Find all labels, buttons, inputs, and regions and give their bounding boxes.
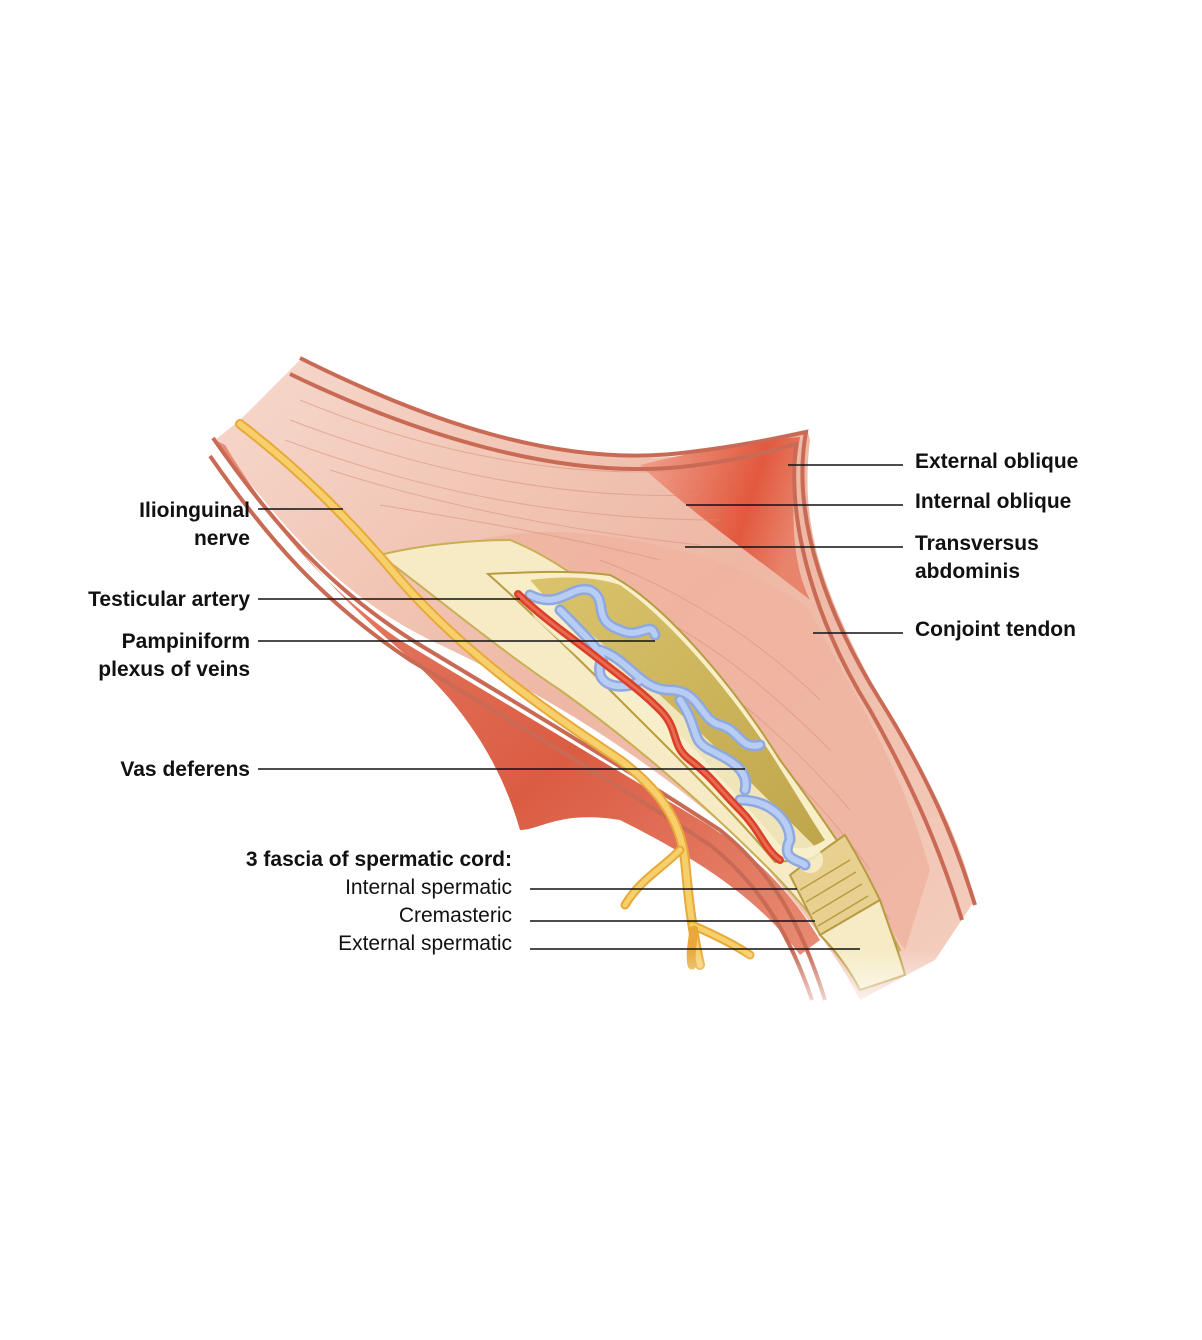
pampiniform-plexus-label: Pampiniform plexus of veins [40,628,250,684]
leader-lines [258,464,903,950]
conjoint-tendon-label: Conjoint tendon [915,618,1076,641]
external-oblique-muscle [640,437,810,600]
external-spermatic-label: External spermatic [338,932,512,955]
external-oblique-label: External oblique [915,450,1079,473]
cremasteric-label: Cremasteric [398,904,512,927]
internal-spermatic-label: Internal spermatic [345,876,512,899]
pampiniform-plexus-label-line1: Pampiniform [121,630,250,653]
fascia-heading-label: 3 fascia of spermatic cord: [245,848,512,871]
bottom-fade [600,950,1000,1020]
ilioinguinal-nerve-label: Ilioinguinal nerve [60,497,250,553]
ilioinguinal-nerve-label-line1: Ilioinguinal [139,499,250,522]
pampiniform-plexus-label-line2: plexus of veins [98,658,250,681]
internal-oblique-label: Internal oblique [915,490,1072,513]
pampiniform-plexus-veins-highlight [527,586,808,868]
transversus-abdominis-label-line1: Transversus [915,532,1039,555]
transversus-abdominis-label-line2: abdominis [915,560,1021,583]
vas-deferens-label: Vas deferens [120,758,250,781]
testicular-artery-label: Testicular artery [88,588,250,611]
muscle-edges [208,356,977,1001]
transversus-abdominis-muscle [480,531,930,950]
ilioinguinal-nerve-label-line2: nerve [193,527,250,550]
transversus-abdominis-label: Transversus abdominis [915,530,1039,586]
deep-muscle-wall [215,440,820,955]
